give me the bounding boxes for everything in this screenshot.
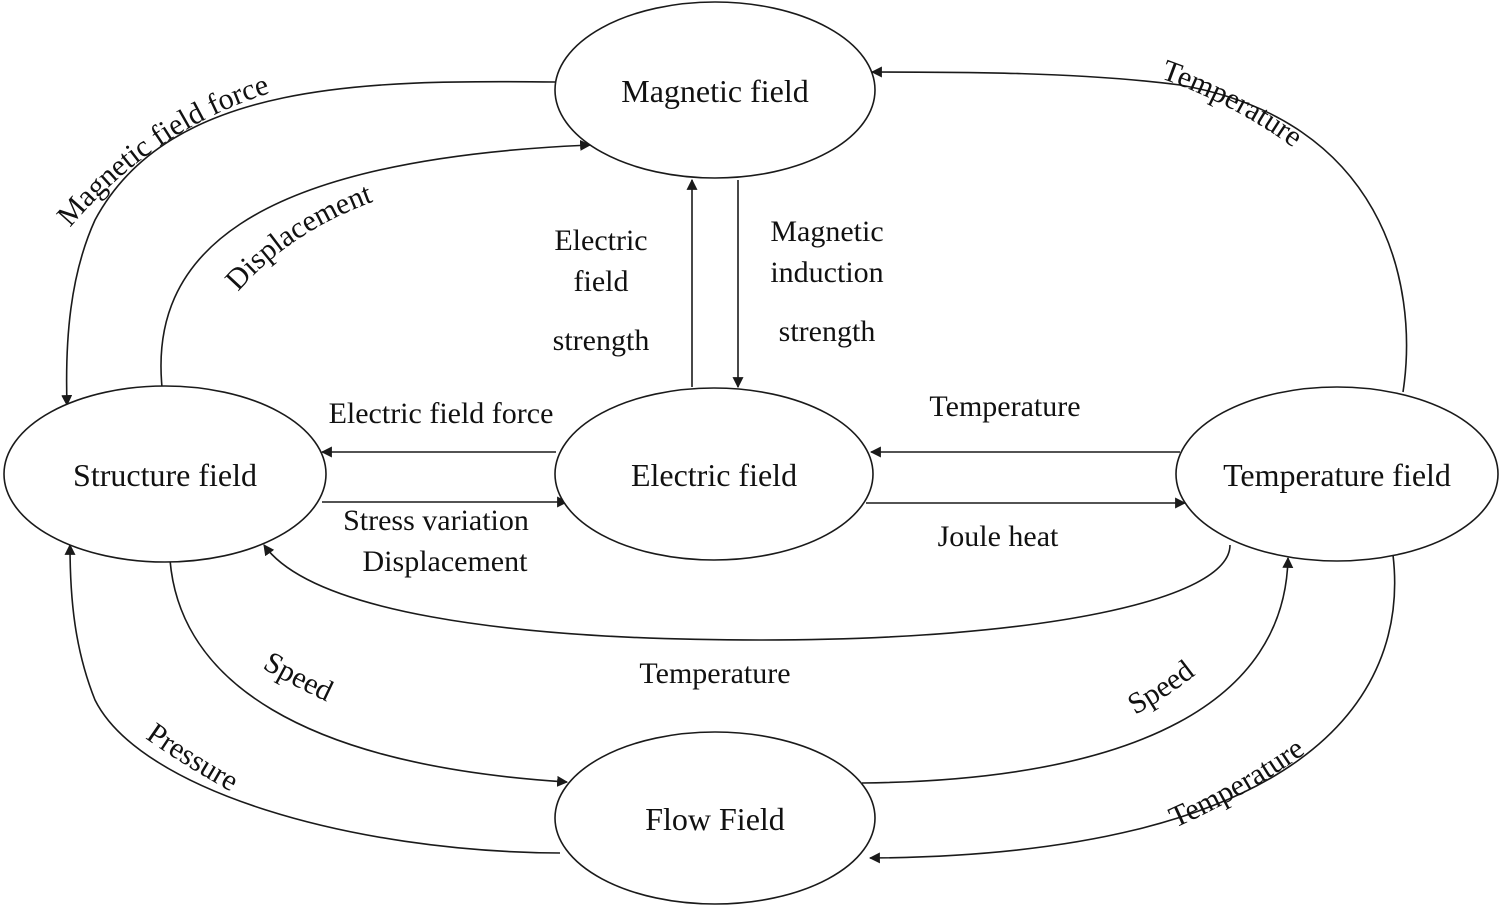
edge-label-electric-field-strength-1: Electric (554, 224, 647, 257)
edge-flow-to-temperature (861, 556, 1294, 784)
edge-label-joule-heat: Joule heat (938, 520, 1059, 553)
node-temperature-field: Temperature field (1175, 386, 1499, 562)
edge-temperature-to-flow (868, 554, 1396, 864)
edge-structure-to-magnetic (160, 139, 592, 388)
edge-magnetic-to-structure (61, 80, 557, 407)
edge-label-electric-field-strength-3: strength (553, 324, 650, 357)
node-electric-field-label: Electric field (631, 457, 797, 493)
node-flow-field-label: Flow Field (645, 801, 785, 837)
edge-label-pressure: Pressure (141, 717, 244, 798)
edge-label-electric-field-strength-2: field (574, 265, 629, 298)
node-magnetic-field: Magnetic field (554, 1, 876, 179)
node-temperature-field-label: Temperature field (1223, 457, 1451, 493)
edge-label-speed-right: Speed (1122, 654, 1200, 721)
edge-flow-to-structure (64, 543, 561, 854)
edge-label-temperature-top: Temperature (1158, 54, 1309, 154)
nodes: Magnetic field Structure field Electric … (3, 1, 1499, 905)
edges (61, 66, 1408, 864)
edge-label-temperature-bottom-arc: Temperature (639, 657, 790, 690)
edge-label-displacement-middle: Displacement (363, 545, 529, 578)
edge-label-magnetic-induction-strength-1: Magnetic (770, 215, 883, 248)
node-electric-field: Electric field (554, 387, 874, 561)
edge-label-temperature-middle: Temperature (929, 390, 1080, 423)
edge-label-temperature-bottom-right: Temperature (1164, 732, 1310, 835)
node-magnetic-field-label: Magnetic field (621, 73, 808, 109)
edge-temperature-to-structure (263, 544, 1231, 641)
edge-structure-to-flow (169, 559, 569, 787)
node-flow-field: Flow Field (554, 731, 876, 905)
node-structure-field-label: Structure field (73, 457, 257, 493)
edge-label-speed-left: Speed (258, 645, 338, 708)
edge-label-magnetic-induction-strength-2: induction (770, 256, 883, 289)
node-structure-field: Structure field (3, 385, 327, 563)
edge-label-magnetic-induction-strength-3: strength (779, 315, 876, 348)
edge-label-magnetic-field-force: Magnetic field force (51, 68, 273, 232)
edge-label-electric-field-force: Electric field force (329, 397, 554, 430)
edge-label-stress-variation: Stress variation (343, 504, 529, 537)
edge-temperature-to-magnetic (870, 66, 1408, 393)
